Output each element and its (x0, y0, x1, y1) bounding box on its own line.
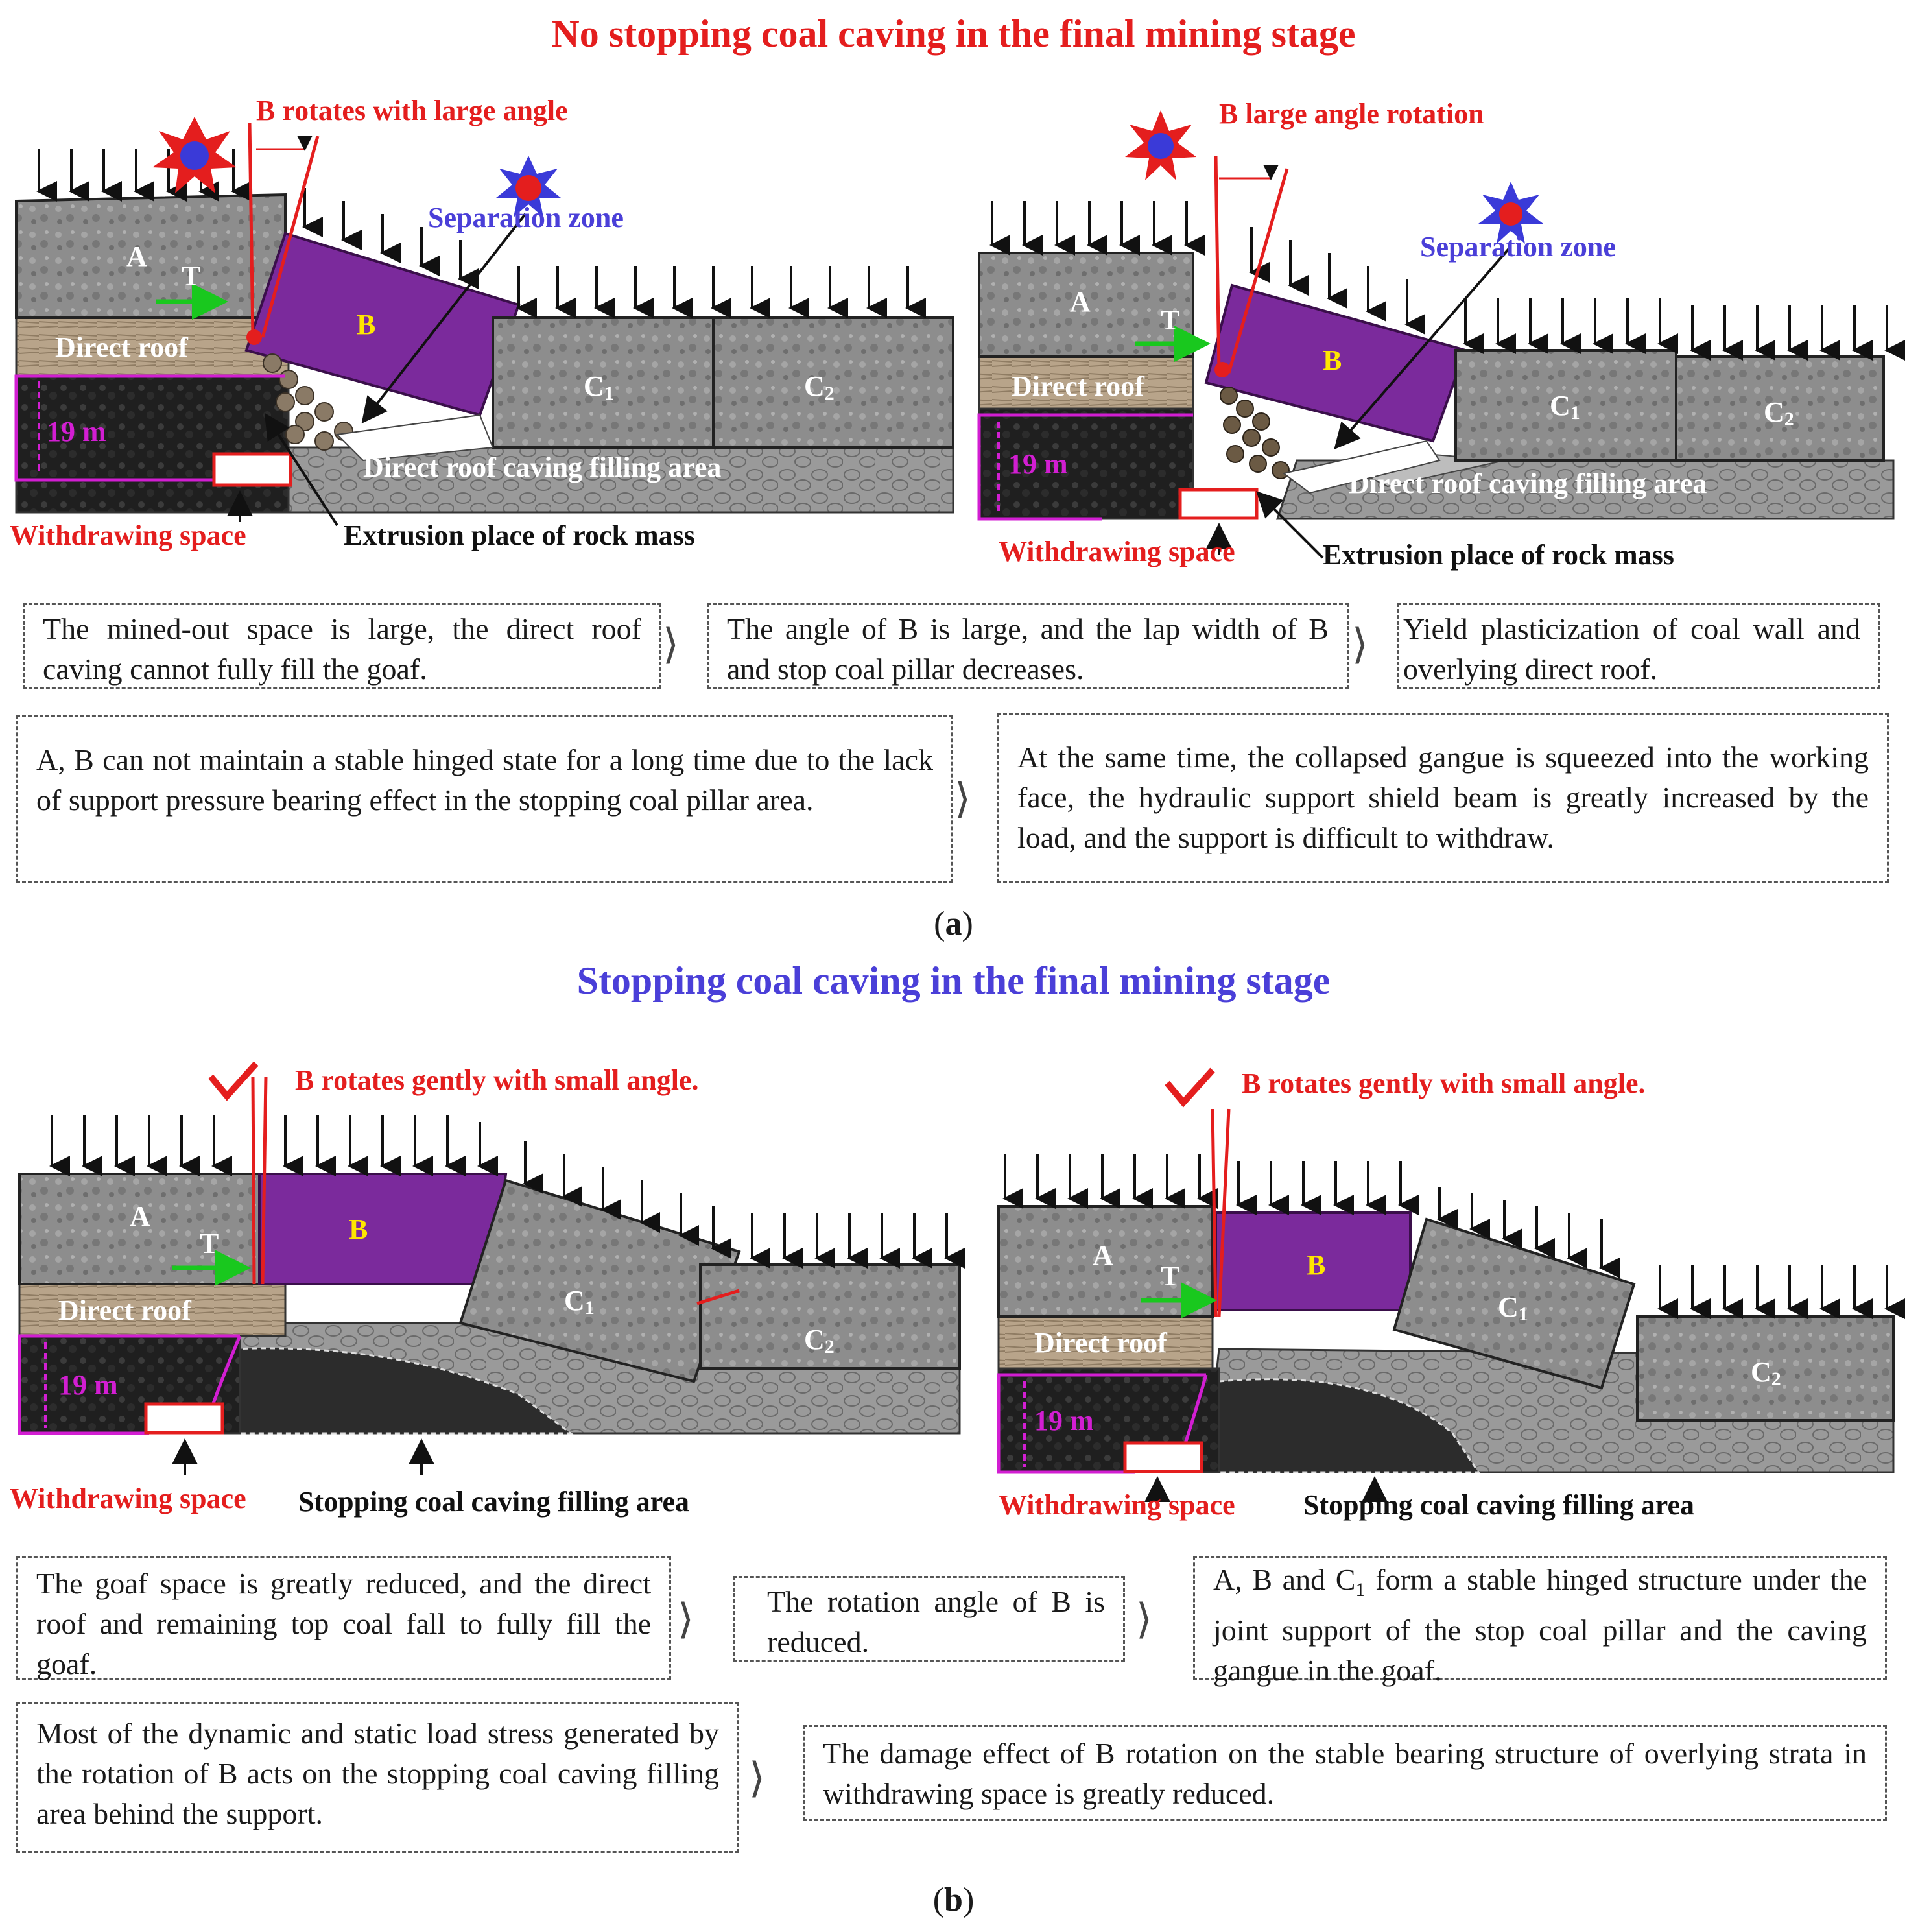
flow-box-b3: A, B and C1 form a stable hinged structu… (1193, 1556, 1887, 1687)
block-a-label: A (1070, 286, 1091, 318)
block-b-label: B (357, 309, 375, 340)
caption-b: (b) (932, 1881, 975, 1918)
flow-box-a5: At the same time, the collapsed gangue i… (997, 713, 1889, 883)
block-c1-label: C1 (1550, 390, 1580, 423)
withdrawing-label: Withdrawing space (10, 519, 246, 551)
block-c2-label: C2 (1751, 1356, 1781, 1390)
block-c1-label: C1 (564, 1285, 595, 1318)
block-c2-label: C2 (1764, 396, 1794, 430)
section-b-title: Stopping coal caving in the final mining… (576, 959, 1331, 1002)
flow-arrow-icon: ⟩ (749, 1755, 765, 1801)
flow-box-a2: The angle of B is large, and the lap wid… (707, 603, 1349, 689)
filling-area-label: Direct roof caving filling area (1349, 468, 1707, 499)
height-label: 19 m (1008, 448, 1068, 480)
block-t-label: T (1161, 304, 1179, 336)
separation-label: Separation zone (1420, 231, 1616, 263)
flow-box-b1: The goaf space is greatly reduced, and t… (16, 1556, 671, 1680)
box-b3-text-1: A, B and C (1213, 1563, 1356, 1596)
block-c2-label: C2 (804, 1324, 835, 1357)
flow-arrow-icon: ⟩ (678, 1596, 694, 1642)
flow-box-b4: Most of the dynamic and static load stre… (16, 1702, 739, 1853)
withdrawing-label: Withdrawing space (999, 1489, 1235, 1521)
flow-box-a3: Yield plasticization of coal wall and ov… (1397, 603, 1880, 689)
direct-roof-label: Direct roof (1034, 1327, 1168, 1359)
block-a-label: A (126, 241, 147, 272)
height-label: 19 m (1034, 1405, 1094, 1437)
separation-label: Separation zone (428, 202, 624, 233)
filling-area-label: Stopping coal caving filling area (298, 1486, 689, 1518)
flow-arrow-icon: ⟩ (954, 776, 971, 822)
check-icon (1165, 1067, 1215, 1108)
diagram-b-left: B rotates gently with small angle. A T B… (10, 1061, 965, 1518)
block-b-label: B (1307, 1249, 1325, 1281)
withdrawing-label: Withdrawing space (999, 536, 1235, 567)
withdrawing-label: Withdrawing space (10, 1483, 246, 1514)
section-a-title: No stopping coal caving in the final min… (551, 12, 1356, 55)
block-b-label: B (349, 1213, 368, 1245)
flow-box-b2: The rotation angle of B is reduced. (733, 1576, 1125, 1662)
filling-area-label: Stopping coal caving filling area (1303, 1489, 1694, 1521)
block-a-label: A (130, 1200, 150, 1232)
flow-arrow-icon: ⟩ (1352, 621, 1368, 667)
flow-arrow-icon: ⟩ (663, 621, 679, 667)
block-t-label: T (200, 1228, 219, 1259)
height-label: 19 m (58, 1369, 118, 1401)
box-b3-text-2: form a stable hinged structure under the… (1213, 1563, 1867, 1687)
direct-roof-label: Direct roof (1012, 370, 1145, 402)
block-c2-label: C2 (804, 370, 835, 404)
flow-box-a4: A, B can not maintain a stable hinged st… (16, 715, 953, 883)
diagram-a-left: B rotates with large angle Separation zo… (10, 95, 954, 551)
extrusion-label: Extrusion place of rock mass (1323, 539, 1674, 571)
filling-area-label: Direct roof caving filling area (363, 451, 721, 483)
block-c1-label: C1 (1498, 1291, 1528, 1325)
box-b3-sub: 1 (1355, 1579, 1366, 1601)
rotation-label: B large angle rotation (1219, 98, 1484, 130)
direct-roof-label: Direct roof (55, 331, 189, 363)
flow-arrow-icon: ⟩ (1136, 1596, 1152, 1642)
block-c1-label: C1 (584, 370, 614, 404)
check-icon (208, 1061, 259, 1101)
diagram-a-right: B large angle rotation Separation zone A… (977, 98, 1905, 571)
rotation-label: B rotates gently with small angle. (1242, 1067, 1646, 1099)
flow-box-b5: The damage effect of B rotation on the s… (803, 1725, 1887, 1821)
rotation-label: B rotates with large angle (256, 95, 568, 126)
direct-roof-label: Direct roof (58, 1294, 192, 1326)
block-t-label: T (182, 260, 200, 292)
diagram-b-right: B rotates gently with small angle. A T B… (997, 1067, 1905, 1521)
rotation-label: B rotates gently with small angle. (295, 1064, 699, 1096)
block-a-label: A (1093, 1239, 1113, 1271)
caption-a: (a) (934, 905, 973, 942)
block-b-label: B (1323, 344, 1342, 376)
height-label: 19 m (47, 416, 106, 447)
block-t-label: T (1161, 1260, 1179, 1292)
flow-box-a1: The mined-out space is large, the direct… (23, 603, 661, 689)
extrusion-label: Extrusion place of rock mass (344, 519, 695, 551)
